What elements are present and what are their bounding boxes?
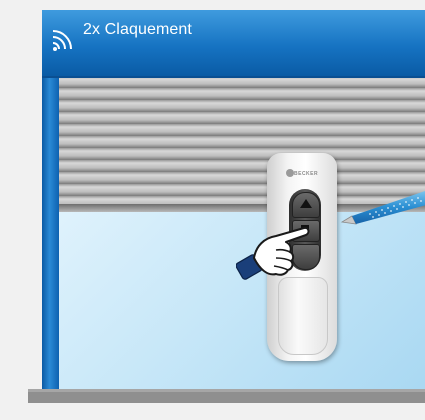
pen-icon xyxy=(340,191,425,225)
remote-lower-panel xyxy=(278,277,328,355)
remote-brand: BECKER xyxy=(294,171,319,177)
pointing-hand-icon xyxy=(236,226,310,280)
window-sill xyxy=(28,389,425,403)
header-bar xyxy=(42,10,425,78)
down-button[interactable] xyxy=(292,244,320,270)
window-sill-edge xyxy=(28,389,425,392)
instruction-title: 2x Claquement xyxy=(83,21,192,38)
window-frame-post xyxy=(42,76,59,390)
sound-waves-icon xyxy=(52,30,72,51)
brand-logo-icon xyxy=(286,169,294,177)
roller-shutter xyxy=(59,76,425,208)
window-glass xyxy=(59,212,425,390)
up-arrow-icon xyxy=(300,199,312,208)
shutter-bottom-bar xyxy=(59,204,425,212)
